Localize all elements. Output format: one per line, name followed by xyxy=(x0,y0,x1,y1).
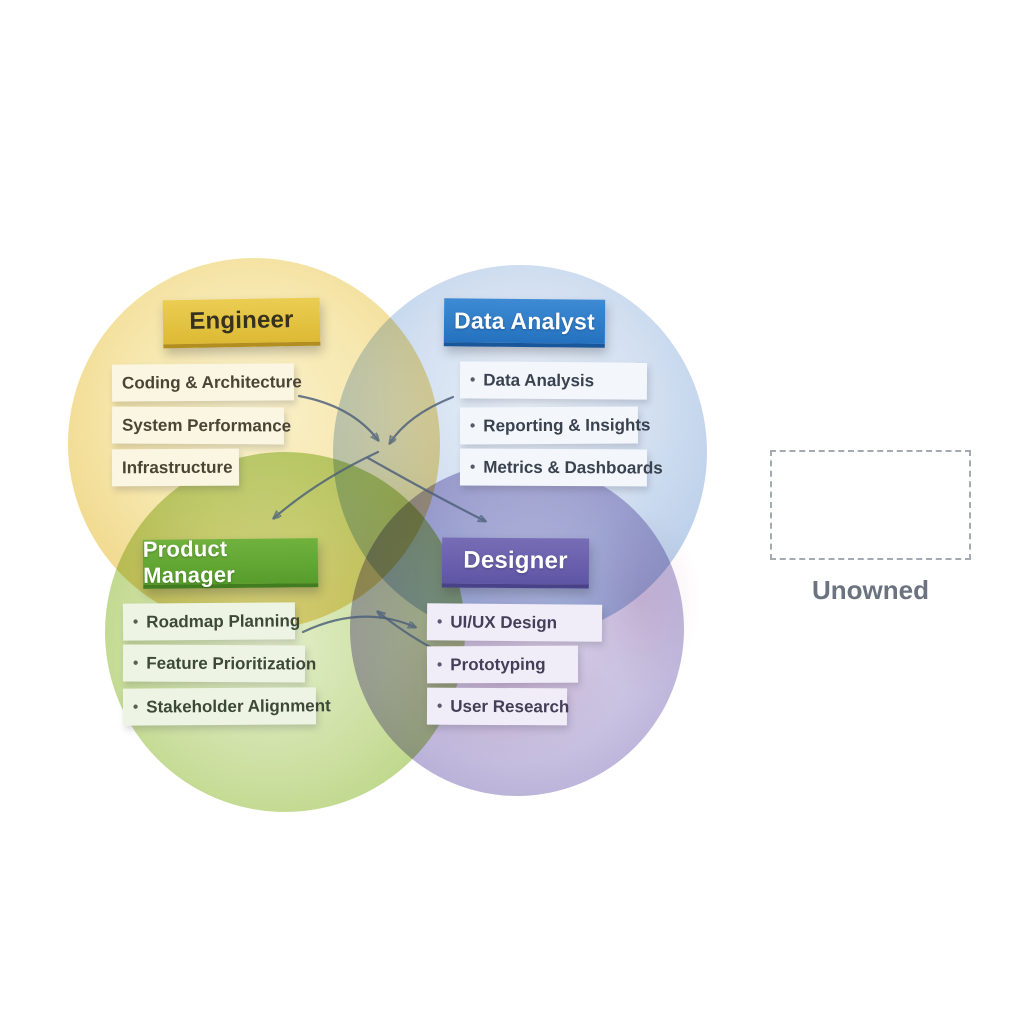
bullet-dot: • xyxy=(469,371,476,389)
bullet-dot: • xyxy=(132,698,139,716)
item-label: Prototyping xyxy=(450,654,546,674)
unowned-dropzone-box xyxy=(770,450,971,560)
engineer-item-card: Coding & Architecture xyxy=(111,363,302,402)
item-label: System Performance xyxy=(121,415,292,435)
item-label: Metrics & Dashboards xyxy=(483,457,663,478)
bullet-dot: • xyxy=(469,458,476,476)
product-manager-item-card: • Stakeholder Alignment xyxy=(122,687,331,726)
data-analyst-item-card: • Metrics & Dashboards xyxy=(459,448,663,487)
data-analyst-title-label: Data Analyst xyxy=(453,306,596,335)
item-label: Roadmap Planning xyxy=(146,610,301,631)
bullet-dot: • xyxy=(436,656,443,674)
bullet-dot: • xyxy=(132,613,139,631)
bullet-dot: • xyxy=(469,417,476,435)
bullet-dot: • xyxy=(436,613,443,631)
designer-item-card: • User Research xyxy=(426,687,570,726)
designer-item-card: • UI/UX Design xyxy=(426,603,603,642)
item-label: Coding & Architecture xyxy=(121,371,302,393)
designer-title-label: Designer xyxy=(463,546,568,575)
item-label: User Research xyxy=(450,696,570,716)
unowned-label: Unowned xyxy=(812,575,929,605)
item-label: Infrastructure xyxy=(121,457,233,477)
data-analyst-item-card: • Data Analysis xyxy=(459,361,648,400)
product-manager-title-label: Product Manager xyxy=(142,535,236,588)
item-label: Stakeholder Alignment xyxy=(146,695,331,717)
bullet-dot: • xyxy=(436,697,443,715)
designer-title-card: Designer xyxy=(441,537,590,589)
data-analyst-title-card: Data Analyst xyxy=(443,298,606,348)
engineer-title-label: Engineer xyxy=(189,306,294,335)
item-label: Reporting & Insights xyxy=(483,414,651,435)
data-analyst-item-card: • Reporting & Insights xyxy=(459,406,650,445)
item-label: Data Analysis xyxy=(483,370,595,390)
item-label: UI/UX Design xyxy=(450,611,558,632)
product-manager-item-card: • Feature Prioritization xyxy=(122,644,316,683)
engineer-title-card: Engineer xyxy=(162,297,321,349)
bullet-dot: • xyxy=(132,654,139,672)
engineer-item-card: Infrastructure xyxy=(111,448,240,487)
product-manager-item-card: • Roadmap Planning xyxy=(122,602,300,641)
product-manager-title-card: Product Manager xyxy=(142,535,319,589)
item-label: Feature Prioritization xyxy=(146,653,317,674)
engineer-item-card: System Performance xyxy=(111,406,291,445)
designer-item-card: • Prototyping xyxy=(426,645,579,684)
